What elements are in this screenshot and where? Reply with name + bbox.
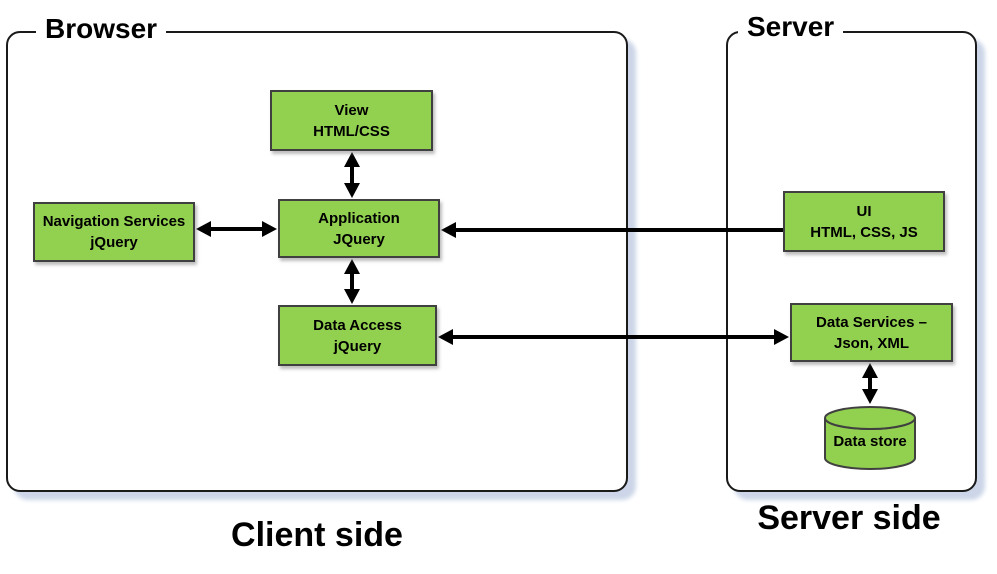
- arrow-data-services-data-store: [862, 363, 878, 404]
- node-application: Application JQuery: [278, 199, 440, 258]
- node-data-access-line1: Data Access: [313, 316, 402, 334]
- node-navigation-services-line1: Navigation Services: [42, 213, 186, 230]
- arrow-ui-application: [441, 222, 783, 238]
- node-view: View HTML/CSS: [270, 90, 433, 151]
- node-application-line2: JQuery: [333, 230, 385, 248]
- node-data-services-line2: Json, XML: [833, 334, 909, 352]
- arrow-application-data-access: [344, 259, 360, 304]
- database-cylinder-icon: [824, 406, 916, 470]
- server-label: Server: [738, 8, 844, 46]
- browser-label: Browser: [36, 10, 167, 48]
- node-view-line2: HTML/CSS: [313, 122, 390, 140]
- node-data-store-label: Data store: [833, 433, 907, 450]
- node-ui-line2: HTML, CSS, JS: [810, 223, 918, 241]
- node-data-access: Data Access jQuery: [278, 305, 437, 366]
- node-application-line1: Application: [318, 209, 400, 227]
- arrow-view-application: [344, 152, 360, 198]
- node-data-services-line1: Data Services –: [816, 313, 927, 331]
- node-data-access-line2: jQuery: [333, 337, 382, 355]
- arrow-data-access-data-services: [438, 329, 789, 345]
- node-data-services: Data Services – Json, XML: [790, 303, 953, 362]
- node-ui: UI HTML, CSS, JS: [783, 191, 945, 252]
- node-ui-line1: UI: [856, 202, 872, 220]
- node-navigation-services-line2: jQuery: [90, 234, 138, 251]
- node-view-line1: View: [334, 101, 369, 119]
- client-side-caption: Client side: [231, 516, 403, 554]
- node-data-store: Data store: [823, 405, 917, 472]
- node-navigation-services: Navigation Services jQuery: [33, 202, 195, 262]
- server-side-caption: Server side: [757, 499, 941, 537]
- arrow-navigation-application: [196, 221, 277, 237]
